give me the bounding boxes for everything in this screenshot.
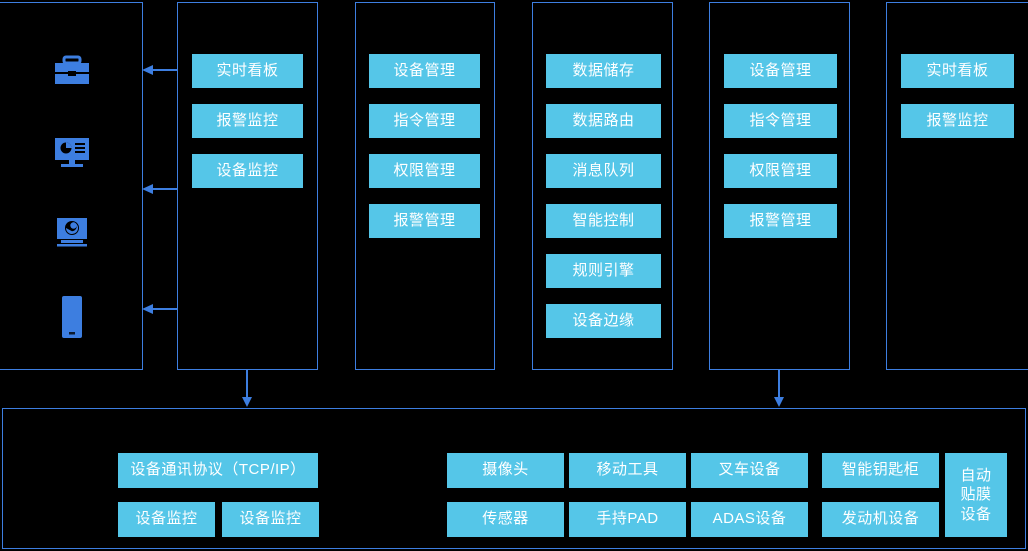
box-realtime-dashboard-2[interactable]: 实时看板 [901,54,1014,88]
box-command-management-2[interactable]: 指令管理 [724,104,837,138]
box-realtime-dashboard[interactable]: 实时看板 [192,54,303,88]
box-device-monitoring-bottom-2[interactable]: 设备监控 [222,502,319,537]
box-mobile-tool[interactable]: 移动工具 [569,453,686,488]
box-alarm-management-2[interactable]: 报警管理 [724,204,837,238]
box-sensor[interactable]: 传感器 [447,502,564,537]
box-handheld-pad[interactable]: 手持PAD [569,502,686,537]
arrow-to-clients-2 [141,182,179,196]
camera-icon [52,216,92,248]
box-camera[interactable]: 摄像头 [447,453,564,488]
box-smart-key-cabinet[interactable]: 智能钥匙柜 [822,453,939,488]
box-alarm-monitoring[interactable]: 报警监控 [192,104,303,138]
box-rule-engine[interactable]: 规则引擎 [546,254,661,288]
box-alarm-management[interactable]: 报警管理 [369,204,480,238]
box-device-monitoring-bottom-1[interactable]: 设备监控 [118,502,215,537]
arrow-to-devices-2 [772,369,786,408]
box-device-management-2[interactable]: 设备管理 [724,54,837,88]
box-message-queue[interactable]: 消息队列 [546,154,661,188]
arrow-to-devices-1 [240,369,254,408]
box-device-management[interactable]: 设备管理 [369,54,480,88]
arrow-to-clients-3 [141,302,179,316]
briefcase-icon [52,55,92,87]
box-device-communication-protocol[interactable]: 设备通讯协议（TCP/IP） [118,453,318,488]
box-permission-management[interactable]: 权限管理 [369,154,480,188]
box-command-management[interactable]: 指令管理 [369,104,480,138]
box-data-storage[interactable]: 数据储存 [546,54,661,88]
box-data-routing[interactable]: 数据路由 [546,104,661,138]
arrow-to-clients-1 [141,63,179,77]
box-forklift-equipment[interactable]: 叉车设备 [691,453,808,488]
desktop-monitor-chart-icon [52,137,92,171]
box-adas-equipment[interactable]: ADAS设备 [691,502,808,537]
box-auto-film-equipment[interactable]: 自动 贴膜 设备 [945,453,1007,537]
mobile-phone-icon [58,296,86,338]
box-engine-equipment[interactable]: 发动机设备 [822,502,939,537]
box-permission-management-2[interactable]: 权限管理 [724,154,837,188]
box-intelligent-control[interactable]: 智能控制 [546,204,661,238]
box-device-edge[interactable]: 设备边缘 [546,304,661,338]
box-alarm-monitoring-2[interactable]: 报警监控 [901,104,1014,138]
box-device-monitoring[interactable]: 设备监控 [192,154,303,188]
